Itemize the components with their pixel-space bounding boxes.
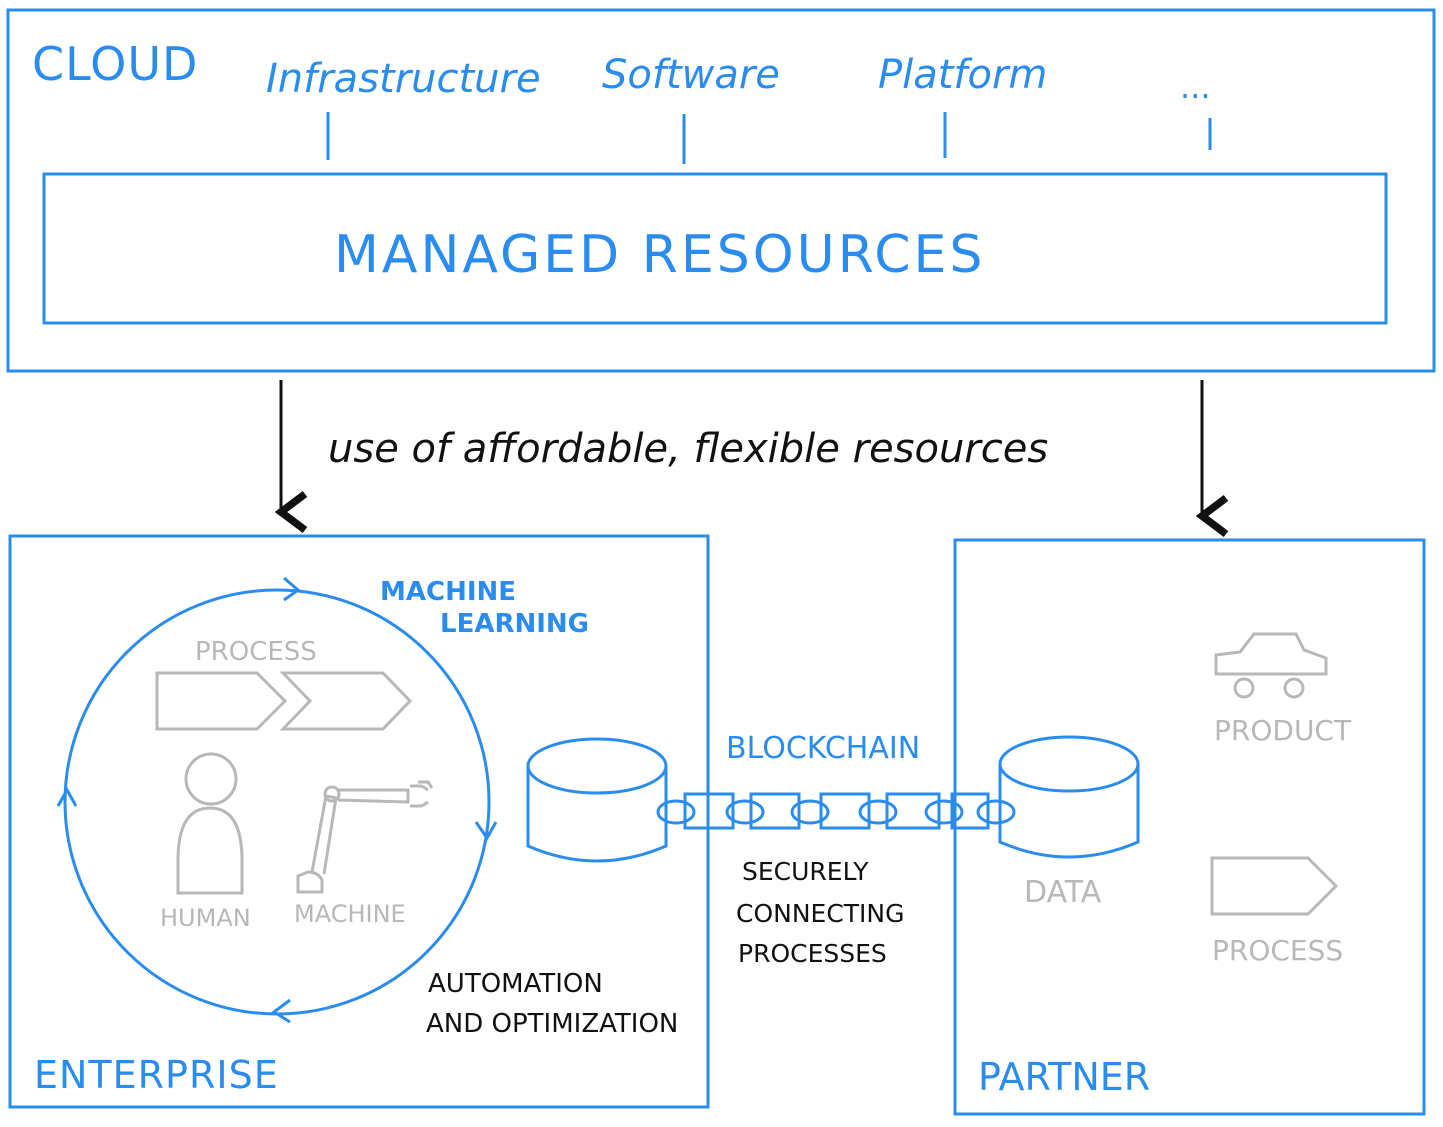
process-step-1-icon: [155, 671, 288, 731]
partner-process-icon: [1210, 856, 1339, 916]
blockchain-title: BLOCKCHAIN: [726, 731, 920, 766]
cycle-arrow-right-icon: [474, 821, 498, 841]
ml-label-line2: LEARNING: [440, 609, 589, 639]
cycle-arrow-top-icon: [283, 576, 301, 602]
enterprise-process-label: PROCESS: [195, 637, 317, 667]
process-step-2-icon: [279, 671, 413, 731]
service-software: Software: [602, 52, 780, 98]
service-platform: Platform: [878, 52, 1047, 98]
flow-arrows: use of affordable, flexible resources: [274, 380, 1229, 537]
automation-label-line1: AUTOMATION: [428, 969, 603, 999]
product-car-icon: [1214, 632, 1328, 699]
enterprise-database-icon: [526, 737, 668, 863]
automation-label-line2: AND OPTIMIZATION: [426, 1009, 678, 1039]
managed-resources-box: [42, 172, 1388, 325]
blockchain-caption-line2: CONNECTING: [736, 899, 905, 928]
human-body-icon: [176, 806, 244, 895]
flow-label: use of affordable, flexible resources: [328, 426, 1048, 472]
human-label: HUMAN: [160, 904, 251, 932]
robot-arm-icon: [296, 780, 434, 894]
blockchain-section: BLOCKCHAIN SECURELY CONNECTING PROCESSES: [656, 731, 1016, 968]
enterprise-box: [8, 534, 710, 1109]
cycle-arrow-left-icon: [56, 786, 78, 807]
partner-box: [953, 538, 1426, 1116]
cloud-title: CLOUD: [32, 37, 198, 91]
data-label: DATA: [1024, 875, 1102, 910]
cloud-box: [6, 8, 1436, 373]
cloud-section: CLOUD Infrastructure Software Platform .…: [6, 8, 1436, 373]
partner-title: PARTNER: [978, 1055, 1150, 1099]
machine-label: MACHINE: [294, 900, 406, 928]
partner-section: PARTNER DATA PRODUCT PROCESS: [953, 538, 1426, 1116]
cycle-arrow-bottom-icon: [271, 998, 291, 1024]
human-head-icon: [184, 752, 238, 806]
partner-database-icon: [998, 735, 1140, 859]
blockchain-caption-line3: PROCESSES: [738, 939, 887, 968]
managed-resources-label: MANAGED RESOURCES: [334, 225, 985, 285]
product-label: PRODUCT: [1214, 714, 1352, 747]
blockchain-caption-line1: SECURELY: [742, 857, 869, 886]
service-infrastructure: Infrastructure: [266, 56, 541, 102]
enterprise-title: ENTERPRISE: [34, 1053, 279, 1097]
enterprise-section: ENTERPRISE MACHINE LEARNING PROCESS HUMA…: [8, 534, 710, 1109]
service-more: ...: [1180, 68, 1211, 106]
ml-label-line1: MACHINE: [380, 577, 516, 607]
blockchain-chain-icon: [656, 792, 1016, 830]
partner-process-label: PROCESS: [1212, 934, 1343, 967]
